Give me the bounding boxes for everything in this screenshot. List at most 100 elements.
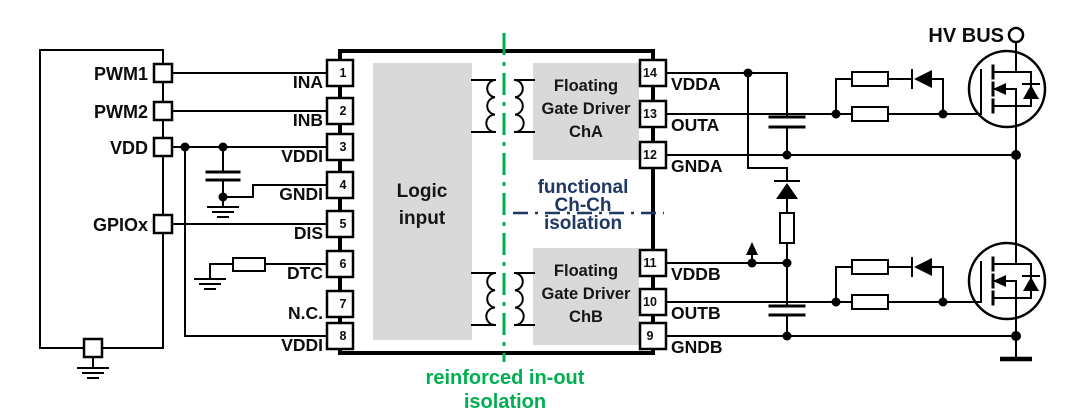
wire-vdd-vddi8	[184, 146, 328, 337]
ic-pin-2-num: 2	[340, 104, 347, 118]
ic-pin-2	[325, 96, 355, 126]
ic-pin-11	[638, 248, 668, 278]
transformer-b-icon	[471, 271, 535, 327]
label-ina: INA	[293, 72, 324, 92]
gate-diode-b	[914, 258, 932, 276]
mosfet-a	[967, 41, 1047, 156]
reinforced-isolation-label-1: reinforced in-out	[426, 367, 585, 389]
ic-pin-6	[325, 249, 355, 279]
bootstrap-diode	[776, 183, 798, 199]
functional-isolation-label-2: Ch-Ch	[555, 195, 612, 216]
label-vddi: VDDI	[281, 146, 323, 166]
bootstrap-chain	[747, 72, 800, 264]
input-wires	[171, 72, 328, 337]
cha-block-label-1: Floating	[554, 77, 618, 95]
logic-block-label-2: input	[399, 208, 446, 229]
gate-driver-chb-block	[533, 248, 639, 345]
label-gndb: GNDB	[671, 337, 723, 357]
mcu-pin-gpiox	[152, 213, 174, 235]
body-diode-b	[1023, 277, 1039, 291]
hv-bus-label: HV BUS	[928, 25, 1004, 47]
mcu-label-pwm2: PWM2	[94, 102, 148, 122]
gate-diode-a	[914, 70, 932, 88]
mcu-pin-pwm1	[152, 62, 174, 84]
ic-left-pin-labels: INA INB VDDI GNDI DIS DTC N.C. VDDI	[279, 72, 323, 355]
ic-pin-10	[638, 287, 668, 317]
ic-pin-5-num: 5	[340, 217, 347, 231]
reinforced-isolation-label: reinforced in-out isolation	[426, 367, 585, 413]
ic-pin-5	[325, 209, 355, 239]
mcu-label-gpiox: GPIOx	[93, 215, 148, 235]
mosfet-b	[967, 241, 1047, 337]
label-gndi: GNDI	[279, 184, 323, 204]
ic-left-pins: 1 2 3 4 5 6 7 8	[325, 58, 355, 351]
cha-block-label-2: Gate Driver	[542, 100, 632, 118]
vddi-decoupling-capacitor	[205, 146, 241, 198]
ic-pin-4-num: 4	[340, 178, 347, 192]
label-outa: OUTA	[671, 115, 720, 135]
dtc-resistor	[209, 257, 328, 279]
mcu-label-vdd: VDD	[110, 138, 148, 158]
gate-resistor-a-bottom	[851, 106, 889, 122]
functional-isolation-label-3: isolation	[544, 213, 622, 234]
bootstrap-resistor	[779, 212, 795, 244]
mcu-pin-labels: PWM1 PWM2 VDD GPIOx	[93, 64, 148, 235]
ic-pin-4	[325, 170, 355, 200]
transformer-a-icon	[471, 78, 535, 134]
ic-pin-13	[638, 99, 668, 129]
cha-block-label-3: ChA	[569, 123, 603, 141]
body-diode-a	[1023, 85, 1039, 99]
output-wires	[665, 72, 1017, 337]
label-gnda: GNDA	[671, 156, 723, 176]
gate-resistor-b-bottom	[851, 294, 889, 310]
mcu-box	[39, 49, 164, 349]
gate-network-b	[835, 257, 944, 310]
label-vdda: VDDA	[671, 74, 721, 94]
ic-pin-14	[638, 58, 668, 88]
cha-supply-capacitor	[768, 72, 806, 156]
ic-right-pin-labels: VDDA OUTA GNDA VDDB OUTB GNDB	[671, 74, 723, 357]
chb-block-label-2: Gate Driver	[542, 285, 632, 303]
label-nc: N.C.	[288, 303, 323, 323]
ic-pin-6-num: 6	[340, 257, 347, 271]
label-vddi8: VDDI	[281, 335, 323, 355]
mosfet-a-arrow	[993, 83, 1006, 95]
dtc-ground-icon	[194, 278, 226, 290]
ic-pin-7-num: 7	[340, 297, 347, 311]
functional-isolation-label: functional Ch-Ch isolation	[538, 177, 629, 234]
ic-pin-7	[325, 289, 355, 319]
gate-network-a	[835, 69, 944, 122]
gate-driver-cha-block	[533, 63, 639, 160]
ic-pin-11-num: 11	[643, 256, 656, 270]
ic-pin-9	[638, 321, 668, 351]
ic-pin-12-num: 12	[643, 148, 657, 162]
gate-resistor-b-top	[851, 259, 889, 275]
mcu-ground-icon	[77, 356, 109, 379]
label-dis: DIS	[294, 223, 323, 243]
ic-right-pins: 14 13 12 11 10 9	[638, 58, 668, 351]
chb-supply-capacitor	[768, 262, 806, 337]
mosfet-b-arrow	[993, 275, 1006, 287]
label-outb: OUTB	[671, 303, 721, 323]
wire-gndi	[222, 184, 328, 198]
ic-pin-9-num: 9	[647, 329, 654, 343]
ic-pin-8-num: 8	[340, 329, 347, 343]
mcu-pins	[82, 62, 174, 359]
label-inb: INB	[293, 110, 323, 130]
ic-pin-14-num: 14	[643, 66, 657, 80]
ic-pin-12	[638, 140, 668, 170]
hv-bus-terminal	[1007, 26, 1025, 44]
ic-pin-10-num: 10	[643, 295, 657, 309]
ic-pin-1	[325, 58, 355, 88]
gate-resistor-a-top	[851, 71, 889, 87]
mcu-pin-pwm2	[152, 100, 174, 122]
mcu-pin-gnd	[82, 337, 104, 359]
logic-input-block	[373, 63, 472, 340]
label-dtc: DTC	[287, 263, 323, 283]
functional-isolation-label-1: functional	[538, 177, 629, 198]
ic-pin-3	[325, 132, 355, 162]
logic-block-label-1: Logic	[397, 181, 448, 202]
chb-block-label-1: Floating	[554, 262, 618, 280]
